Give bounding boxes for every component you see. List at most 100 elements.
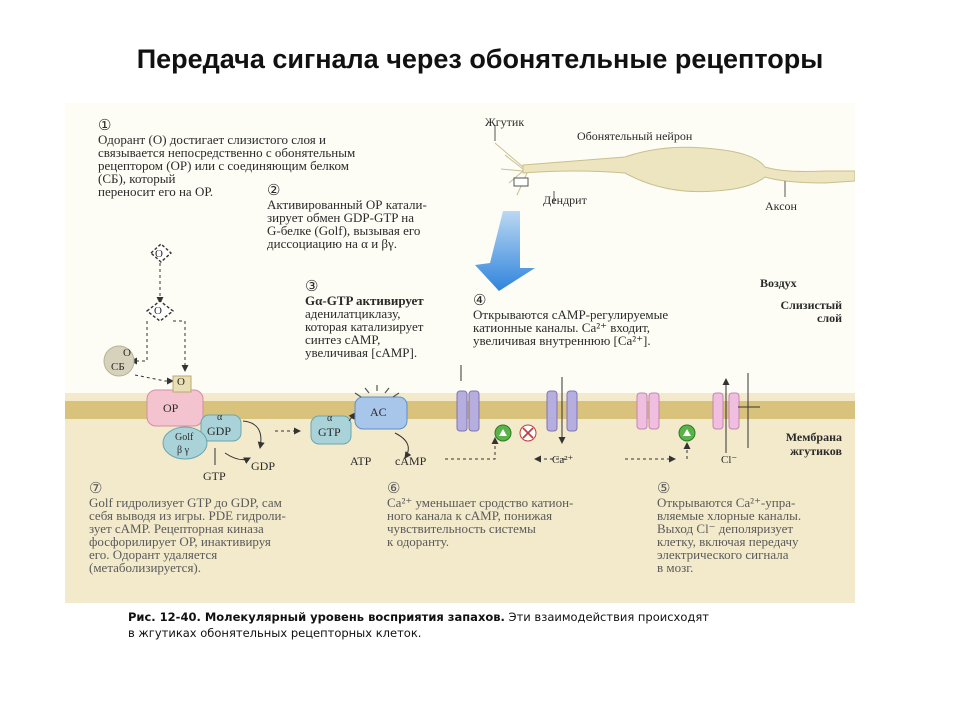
step-2-line: зирует обмен GDP-GTP на bbox=[267, 210, 415, 225]
alpha-gtp-alpha-label: α bbox=[327, 413, 333, 424]
mucus-label-2: слой bbox=[817, 311, 842, 325]
caption-line-2: в жгутиках обонятельных рецепторных клет… bbox=[128, 626, 422, 640]
step-2-line: диссоциацию на α и βγ. bbox=[267, 236, 398, 251]
neuron-label: Обонятельный нейрон bbox=[577, 129, 693, 143]
flagellum-label: Жгутик bbox=[485, 115, 525, 129]
adenylate-cyclase-shape bbox=[354, 396, 408, 430]
step-6-line: к одоранту. bbox=[387, 534, 449, 549]
step-2-line: G-белке (Golf), вызывая его bbox=[267, 223, 421, 238]
gtp-in-label: GTP bbox=[203, 469, 226, 483]
step-2-line: Активированный ОР катали- bbox=[267, 197, 427, 212]
alpha-label: α bbox=[217, 412, 223, 423]
step-5-line: в мозг. bbox=[657, 560, 694, 575]
bound-odorant bbox=[172, 375, 192, 393]
step-1-line: (СБ), который bbox=[98, 171, 176, 186]
step-3-line: синтез cAMP, bbox=[305, 332, 381, 347]
diagram-graphics bbox=[65, 125, 855, 603]
axon-label: Аксон bbox=[765, 199, 797, 213]
step-2-number: ② bbox=[267, 183, 281, 199]
step-1-line: рецептором (ОР) или с соединяющим белком bbox=[98, 158, 349, 173]
mucus-label-1: Слизистый bbox=[780, 298, 842, 312]
step-7-line: зует cAMP. Рецепторная киназа bbox=[89, 521, 264, 536]
g-alpha-shape bbox=[200, 414, 242, 442]
chloride-channel-closed-right bbox=[648, 392, 660, 430]
step-6-text: ⑥ Ca²⁺ уменьшает сродство катион- ного к… bbox=[387, 481, 574, 549]
step-3-text: ③ Gα-GTP активирует аденилатциклазу, кот… bbox=[305, 279, 424, 360]
step-3-line: увеличивая [cAMP]. bbox=[305, 345, 418, 360]
cation-channel-closed-left bbox=[456, 390, 468, 432]
cl-label: Cl⁻ bbox=[721, 454, 738, 466]
dendrite-label: Дендрит bbox=[543, 193, 587, 207]
step-1-line: переносит его на ОР. bbox=[98, 184, 214, 199]
step-6-line: Ca²⁺ уменьшает сродство катион- bbox=[387, 495, 574, 510]
step-4-line: увеличивая внутреннюю [Ca²⁺]. bbox=[473, 333, 651, 348]
step-1-line: Одорант (О) достигает слизистого слоя и bbox=[98, 132, 326, 147]
step-5-line: Выход Cl⁻ деполяризует bbox=[657, 521, 794, 536]
odorant-on-cb-label: О bbox=[123, 347, 131, 359]
step-7-line: фосфорилирует ОР, инактивируя bbox=[89, 534, 271, 549]
odorant-top bbox=[149, 243, 173, 263]
step-4-line: катионные каналы. Ca²⁺ входит, bbox=[473, 320, 651, 335]
step-2-text: ② Активированный ОР катали- зирует обмен… bbox=[267, 183, 427, 251]
step-5-line: вляемые хлорные каналы. bbox=[657, 508, 802, 523]
alpha-gtp-label: GTP bbox=[318, 425, 341, 439]
beta-gamma-label: β γ bbox=[177, 445, 190, 456]
gdp-out-label: GDP bbox=[251, 459, 276, 473]
step-3-line: которая катализирует bbox=[305, 319, 424, 334]
air-label: Воздух bbox=[760, 276, 797, 290]
cation-channel-open-left bbox=[546, 390, 558, 432]
gdp-label: GDP bbox=[207, 424, 232, 438]
g-beta-gamma-shape bbox=[162, 426, 208, 460]
step-5-line: клетку, включая передачу bbox=[657, 534, 799, 549]
step-5-number: ⑤ bbox=[657, 481, 671, 497]
chloride-channel-open-left bbox=[712, 392, 724, 430]
step-1-number: ① bbox=[98, 118, 112, 134]
step-7-number: ⑦ bbox=[89, 481, 103, 497]
caption-rest: Эти взаимодействия происходят bbox=[504, 610, 709, 624]
step-3-line: аденилатциклазу, bbox=[305, 306, 401, 321]
step-7-line: себя выводя из игры. PDE гидроли- bbox=[89, 508, 286, 523]
step-7-line: Golf гидролизует GTP до GDP, сам bbox=[89, 495, 282, 510]
step-3-line: Gα-GTP активирует bbox=[305, 293, 424, 308]
binding-protein-label: СБ bbox=[111, 361, 125, 373]
step-3-number: ③ bbox=[305, 279, 319, 295]
chloride-channel-closed-left bbox=[636, 392, 648, 430]
step-1-text: ① Одорант (О) достигает слизистого слоя … bbox=[98, 118, 356, 199]
step-1-line: связывается непосредственно с обонятельн… bbox=[98, 145, 356, 160]
step-5-text: ⑤ Открываются Ca²⁺-упра- вляемые хлорные… bbox=[657, 481, 802, 575]
step-5-line: электрического сигнала bbox=[657, 547, 789, 562]
odorant-label-middle: О bbox=[154, 305, 162, 317]
ac-label: AC bbox=[370, 405, 387, 419]
caption-bold: Молекулярный уровень восприятия запахов. bbox=[204, 610, 505, 624]
olfactory-diagram: Жгутик Обонятельный нейрон Дендрит Аксон… bbox=[65, 103, 855, 603]
step-7-line: его. Одорант удаляется bbox=[89, 547, 218, 562]
olfactory-neuron-illustration bbox=[494, 142, 855, 196]
membrane-label-1: Мембрана bbox=[785, 430, 842, 444]
atp-label: ATP bbox=[350, 454, 372, 468]
step-4-number: ④ bbox=[473, 293, 487, 309]
or-label: ОР bbox=[163, 401, 179, 415]
slide-title: Передача сигнала через обонятельные реце… bbox=[136, 44, 824, 74]
step-5-line: Открываются Ca²⁺-упра- bbox=[657, 495, 796, 510]
figure-caption: Рис. 12-40. Молекулярный уровень восприя… bbox=[128, 609, 828, 641]
step-4-text: ④ Открываются cAMP-регулируемые катионны… bbox=[473, 293, 669, 348]
membrane-label-2: жгутиков bbox=[790, 444, 842, 458]
step-6-line: чувствительность системы bbox=[387, 521, 536, 536]
cation-channel-closed-right bbox=[468, 390, 480, 432]
g-alpha-gtp-shape bbox=[310, 415, 352, 445]
ca-label: Ca²⁺ bbox=[552, 454, 574, 466]
step-7-text: ⑦ Golf гидролизует GTP до GDP, сам себя … bbox=[89, 481, 286, 575]
cation-channel-open-right bbox=[566, 390, 578, 432]
odorant-label-top: О bbox=[155, 248, 163, 260]
step-6-line: ного канала к cAMP, понижая bbox=[387, 508, 553, 523]
step-6-number: ⑥ bbox=[387, 481, 401, 497]
bound-odorant-label: О bbox=[177, 376, 185, 388]
caption-line-1: Рис. 12-40. Молекулярный уровень восприя… bbox=[128, 609, 828, 625]
camp-label: cAMP bbox=[395, 454, 427, 468]
caption-prefix: Рис. 12-40. bbox=[128, 610, 205, 624]
golf-label: Golf bbox=[175, 432, 194, 443]
step-4-line: Открываются cAMP-регулируемые bbox=[473, 307, 669, 322]
odorant-middle bbox=[145, 300, 175, 322]
step-7-line: (метаболизируется). bbox=[89, 560, 202, 575]
zoom-arrow bbox=[475, 211, 535, 291]
